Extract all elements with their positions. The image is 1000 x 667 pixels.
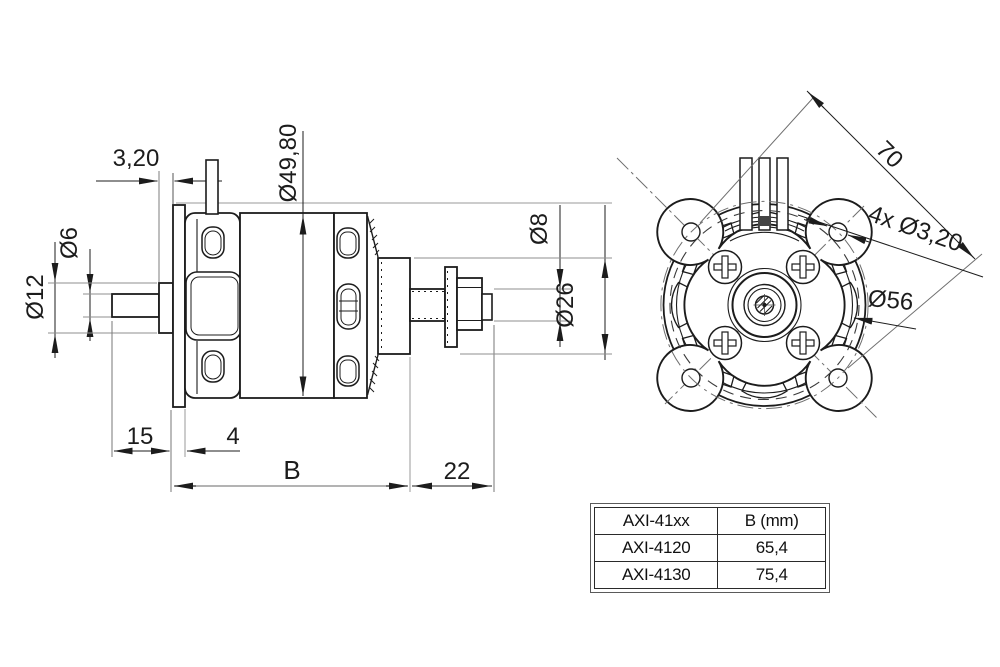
wire-clamp — [758, 216, 771, 226]
shaft-boss — [158, 282, 174, 334]
dim-label-mount-holes: 4x Ø3,20 — [865, 200, 966, 257]
table-cell-b-value: 65,4 — [717, 534, 826, 562]
prop-hub — [377, 257, 411, 355]
table-cell-b-value: 75,4 — [717, 561, 826, 589]
motor-wires — [739, 157, 789, 231]
table-row: AXI-4130 75,4 — [593, 561, 826, 589]
dim-label-flange-thickness: 4 — [226, 423, 239, 450]
motor-wire-side — [205, 159, 219, 215]
dim-label-stator-diameter: Ø49,80 — [275, 124, 302, 203]
rotor-taper — [366, 215, 380, 396]
side-view-parts — [111, 159, 493, 408]
phillips-screw-icon — [707, 249, 743, 285]
size-table-grid: AXI-41xx B (mm) AXI-4120 65,4 AXI-4130 7… — [593, 507, 826, 589]
phillips-screw-icon — [785, 325, 821, 361]
dim-label-body-length: B — [283, 455, 300, 485]
shaft-boss-front — [727, 267, 802, 343]
dim-label-front-shaft-length: 15 — [127, 423, 154, 450]
dim-label-pitch-circle: Ø56 — [867, 285, 915, 316]
dim-label-boss-offset: 3,20 — [113, 145, 160, 172]
table-cell-model: AXI-4120 — [593, 534, 719, 562]
wire — [776, 157, 789, 231]
size-table: AXI-41xx B (mm) AXI-4120 65,4 AXI-4130 7… — [590, 503, 830, 593]
mount-flange — [172, 204, 186, 408]
phillips-screw-icon — [785, 249, 821, 285]
motor-front-view: 70 4x Ø3,20 Ø56 — [616, 90, 984, 420]
wire — [739, 157, 753, 231]
dim-label-rear-shaft-diameter: Ø8 — [526, 213, 553, 245]
dim-boss-offset: 3,20 — [96, 145, 222, 282]
stator-body — [239, 212, 335, 399]
motor-side-view: 3,20 — [22, 124, 612, 492]
dim-pitch-circle: Ø56 — [853, 285, 917, 330]
phillips-screw-icon — [707, 325, 743, 361]
table-row: AXI-4120 65,4 — [593, 534, 826, 562]
pitch-circle-dashed — [669, 209, 860, 401]
dim-label-front-shaft-diameter: Ø6 — [56, 227, 83, 259]
dim-label-boss-diameter: Ø12 — [22, 274, 49, 319]
shaft-tip — [481, 293, 493, 321]
dim-label-mount-diagonal: 70 — [870, 136, 908, 174]
mount-screws — [707, 249, 821, 361]
side-view-dimensions: Ø49,80 Ø6 Ø12 15 4 — [22, 124, 612, 492]
prop-nut — [456, 277, 483, 331]
table-header-row: AXI-41xx B (mm) — [593, 507, 826, 535]
table-header-model: AXI-41xx — [593, 507, 719, 535]
table-cell-model: AXI-4130 — [593, 561, 719, 589]
prop-shaft — [409, 288, 446, 322]
table-header-b-mm: B (mm) — [717, 507, 826, 535]
hole-circle-centerline — [660, 200, 869, 410]
dim-label-prop-hub-diameter: Ø26 — [552, 282, 579, 327]
front-shaft — [111, 293, 160, 318]
prop-washer — [444, 266, 458, 348]
wire — [758, 157, 771, 231]
dim-label-rear-shaft-length: 22 — [444, 458, 471, 485]
